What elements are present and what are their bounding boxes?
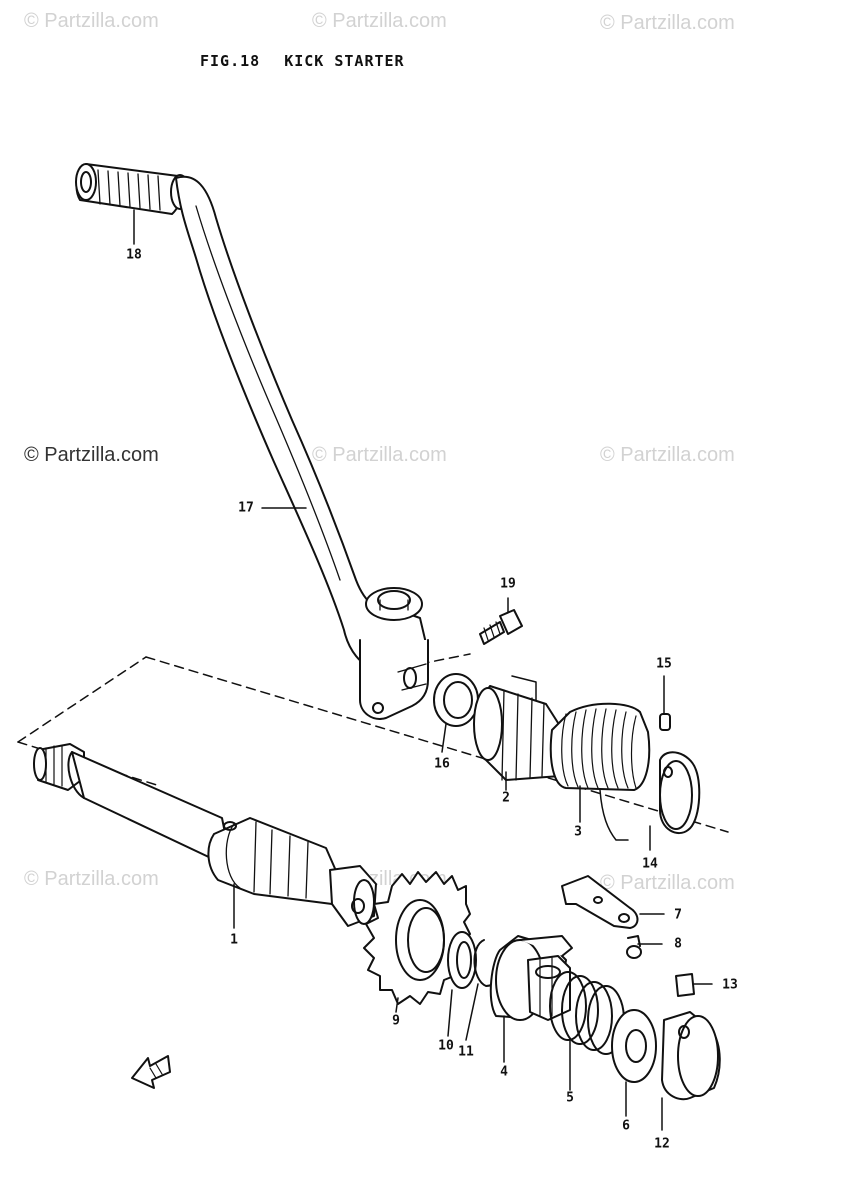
watermark: © Partzilla.com (312, 444, 447, 466)
callout-2: 2 (502, 790, 510, 806)
callout-14: 14 (642, 856, 658, 872)
shim-washer (611, 1009, 657, 1083)
clamp-bolt (479, 609, 523, 645)
kick-grip (75, 163, 190, 215)
callout-17: 17 (238, 500, 254, 516)
front-direction-arrow-icon (131, 1055, 171, 1089)
oil-seal (433, 673, 479, 727)
watermark: © Partzilla.com (312, 10, 447, 32)
callout-5: 5 (566, 1090, 574, 1106)
spring-collar (659, 751, 701, 835)
kick-drive-gear (363, 871, 471, 1005)
stopper-plate (561, 875, 639, 929)
callout-8: 8 (674, 936, 682, 952)
watermark: © Partzilla.com (24, 444, 159, 466)
ratchet-spring (549, 971, 625, 1055)
callout-7: 7 (674, 907, 682, 923)
kick-shaft (33, 743, 377, 927)
stopper-screw (626, 935, 642, 959)
callout-1: 1 (230, 932, 238, 948)
return-spring (549, 702, 651, 841)
watermark: © Partzilla.com (600, 12, 735, 34)
figure-name: KICK STARTER (284, 52, 405, 70)
leader-lines (133, 209, 713, 1131)
callout-12: 12 (654, 1136, 670, 1152)
kick-lever-arm (175, 175, 429, 720)
kick-guide (473, 675, 561, 781)
dowel-pin (675, 973, 695, 997)
kick-ratchet (489, 935, 573, 1021)
figure-number: FIG.18 (200, 52, 261, 70)
callout-13: 13 (722, 977, 738, 993)
callout-6: 6 (622, 1118, 630, 1134)
callout-18: 18 (126, 247, 142, 263)
shaft-collar (661, 1011, 721, 1101)
stopper-pin (659, 713, 671, 731)
watermark: © Partzilla.com (24, 10, 159, 32)
callout-10: 10 (438, 1038, 454, 1054)
watermark: © Partzilla.com (600, 872, 735, 894)
callout-11: 11 (458, 1044, 474, 1060)
watermark: © Partzilla.com (24, 868, 159, 890)
callout-16: 16 (434, 756, 450, 772)
thrust-washer (447, 931, 477, 989)
figure-title: FIG.18 KICK STARTER (200, 52, 419, 70)
watermark: © Partzilla.com (600, 444, 735, 466)
callout-4: 4 (500, 1064, 508, 1080)
callout-15: 15 (656, 656, 672, 672)
callout-3: 3 (574, 824, 582, 840)
callout-9: 9 (392, 1013, 400, 1029)
callout-19: 19 (500, 576, 516, 592)
